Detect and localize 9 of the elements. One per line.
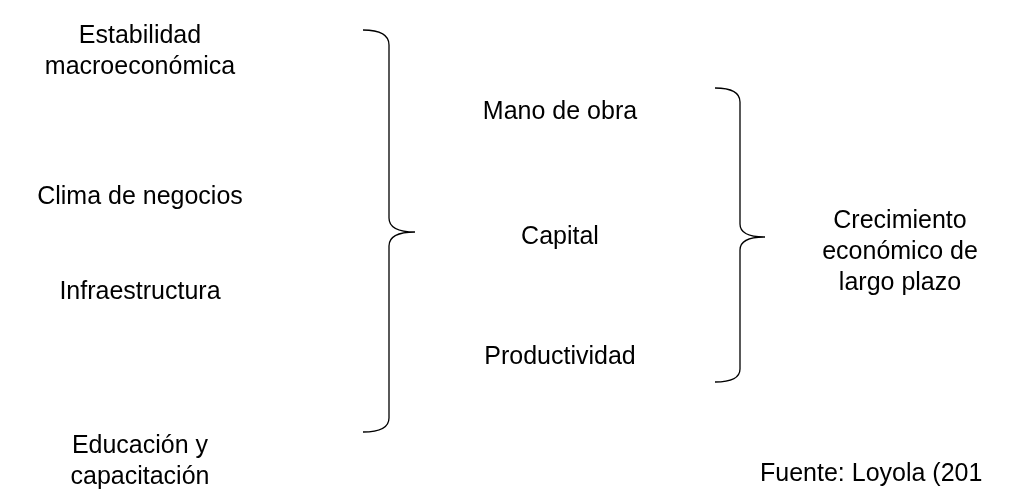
- factor-label: Educación y capacitación: [69, 429, 211, 491]
- factor-label: Estabilidad macroeconómica: [43, 19, 237, 81]
- factor-label: Productividad: [483, 339, 637, 371]
- factor-label: Crecimiento económico de largo plazo: [821, 203, 979, 297]
- source-caption: Fuente: Loyola (201: [760, 458, 983, 486]
- factor-label: Capital: [520, 219, 600, 251]
- factor-label: Clima de negocios: [36, 179, 244, 211]
- factor-label: Infraestructura: [58, 274, 222, 306]
- factor-label: Mano de obra: [481, 94, 639, 126]
